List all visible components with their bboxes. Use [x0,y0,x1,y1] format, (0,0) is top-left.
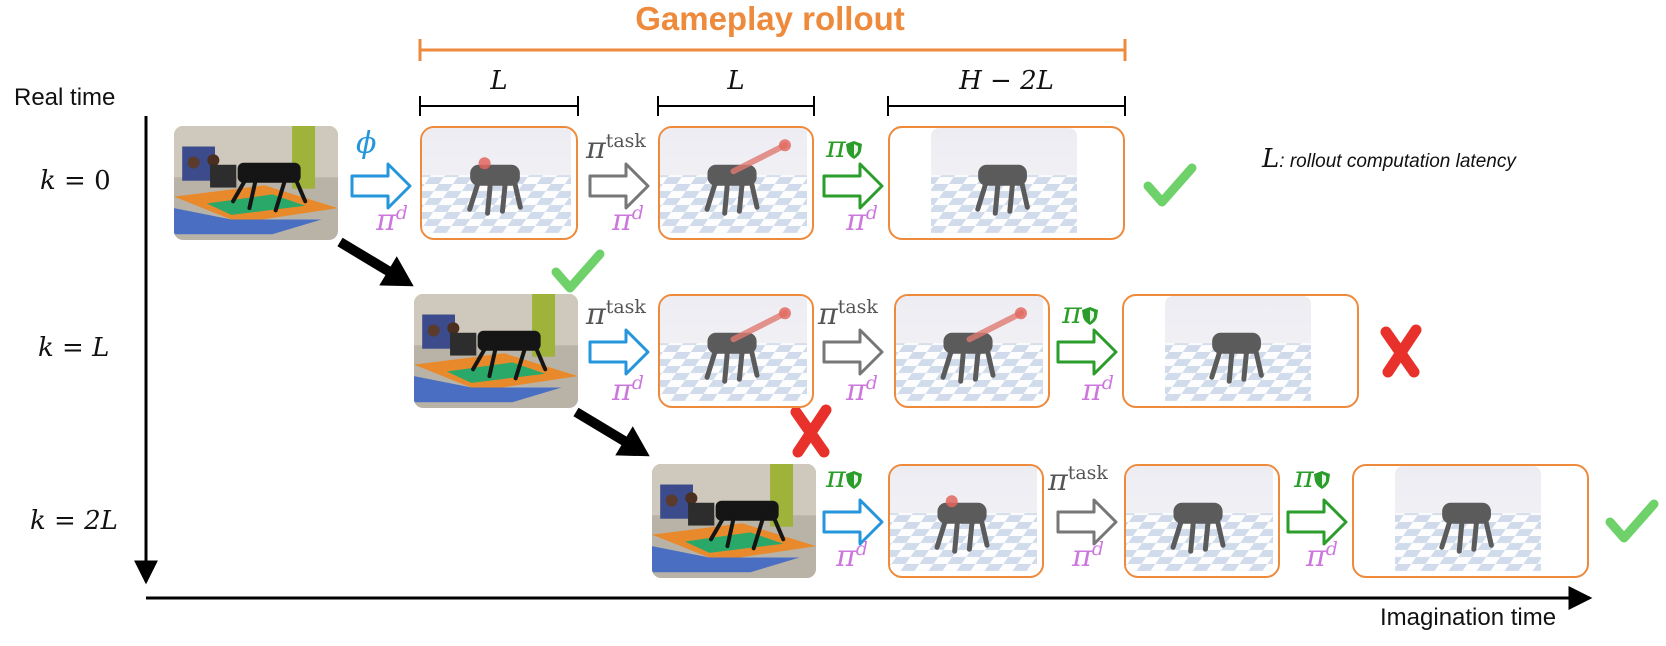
pi-safe-label: π [1062,296,1098,333]
segment-label-1: L [490,66,508,96]
latency-legend: L: rollout computation latency [1262,144,1516,174]
sim-frame-r0-task1 [420,126,578,240]
sim-frame-r0-task2 [658,126,814,240]
block-arrow [588,162,650,210]
sim-frame-r1-task2 [894,294,1050,408]
y-axis-label: Real time [14,84,116,111]
block-arrow [1056,498,1118,546]
success-check-icon [551,249,605,293]
diagram-title: Gameplay rollout [635,0,905,37]
pi-d-label: πd [846,372,878,408]
sim-frame-r2-safe2 [1352,464,1589,578]
block-arrow [822,328,884,376]
pi-d-label: πd [1082,372,1114,408]
shield-icon [845,132,862,167]
block-arrow [1286,498,1348,546]
real-robot-photo-kL [414,294,578,408]
pi-d-label: πd [1072,538,1104,574]
sim-frame-r1-task1 [658,294,814,408]
pi-task-label: πtask [586,296,646,332]
transition-arrow-2 [573,407,650,457]
row-label-kL: k = L [38,333,110,363]
real-robot-photo-k2L [652,464,816,578]
x-axis-label: Imagination time [1380,604,1557,631]
pi-safe-label: π [826,130,862,167]
success-check-icon [1143,163,1197,207]
shield-icon [845,462,862,497]
segment-label-2: L [727,66,745,96]
rollout-bracket [418,39,1127,61]
sim-frame-r1-safe [1122,294,1359,408]
failure-cross-icon [790,404,832,458]
block-arrow [1056,328,1118,376]
success-check-icon [1605,499,1659,543]
block-arrow [350,162,412,210]
pi-task-label: πtask [1048,462,1108,498]
block-arrow [822,498,884,546]
pi-d-label: πd [846,202,878,238]
real-robot-photo-k0 [174,126,338,240]
row-label-k0: k = 0 [40,166,111,196]
pi-d-label: πd [836,538,868,574]
pi-task-label: πtask [586,130,646,166]
block-arrow [588,328,650,376]
pi-safe-label: π [1294,460,1330,497]
pi-d-label: πd [1306,538,1338,574]
failure-cross-icon [1380,324,1422,378]
row-label-k2L: k = 2L [30,506,118,536]
sim-frame-r2-safe1 [888,464,1044,578]
shield-icon [1313,462,1330,497]
phi-symbol: ϕ [356,126,377,161]
segment-brackets [419,96,1126,116]
transition-arrow-1 [337,237,414,287]
sim-frame-r2-task [1124,464,1280,578]
pi-d-label: πd [612,372,644,408]
pi-d-label: πd [376,202,408,238]
sim-frame-r0-safe [888,126,1125,240]
shield-icon [1081,298,1098,333]
transition-arrows [337,237,650,457]
segment-label-3: H − 2L [959,66,1054,96]
pi-task-label: πtask [818,296,878,332]
pi-d-label: πd [612,202,644,238]
block-arrow [822,162,884,210]
pi-safe-label: π [826,460,862,497]
